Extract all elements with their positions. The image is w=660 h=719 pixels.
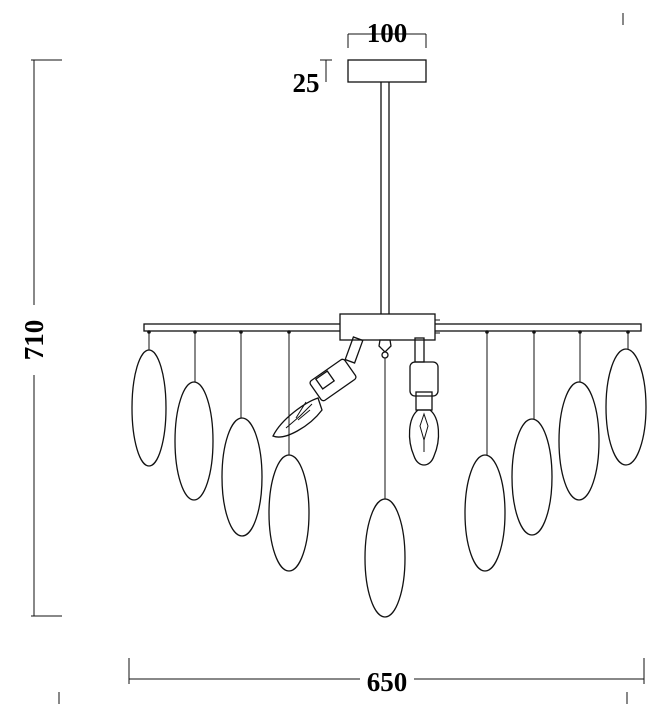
crop-marks	[58, 13, 628, 704]
pendant-hook	[239, 330, 243, 334]
width-dimension: 650	[128, 658, 645, 697]
glass-disc	[131, 349, 167, 467]
center-hub	[339, 313, 440, 341]
pendant-hook	[193, 330, 197, 334]
height-dimension: 710	[19, 59, 62, 617]
pendant-hook	[147, 330, 151, 334]
width-label: 650	[367, 667, 408, 697]
glass-disc	[511, 418, 553, 536]
glass-disc	[221, 417, 263, 537]
canopy-width-label: 100	[367, 18, 408, 48]
glass-disc	[268, 454, 310, 572]
height-label: 710	[19, 320, 49, 361]
canopy-height-dimension: 25	[293, 59, 332, 98]
canopy-width-dimension: 100	[347, 18, 427, 48]
glass-disc	[558, 381, 600, 501]
glass-disc	[464, 454, 506, 572]
canopy-height-label: 25	[293, 68, 320, 98]
right-bulb-socket	[409, 337, 439, 411]
glass-pendants	[131, 330, 647, 618]
suspension-rod	[380, 82, 390, 314]
pendant-hook	[485, 330, 489, 334]
right-candle-bulb	[408, 409, 440, 466]
left-candle-bulb	[272, 397, 323, 438]
center-finial	[378, 339, 392, 359]
glass-disc	[605, 348, 647, 466]
pendant-hook	[532, 330, 536, 334]
glass-disc	[174, 381, 214, 501]
pendant-hook	[287, 330, 291, 334]
left-bulb-socket	[309, 336, 364, 402]
ceiling-canopy	[347, 59, 427, 83]
glass-disc	[364, 498, 406, 618]
pendant-hook	[578, 330, 582, 334]
pendant-hook	[626, 330, 630, 334]
